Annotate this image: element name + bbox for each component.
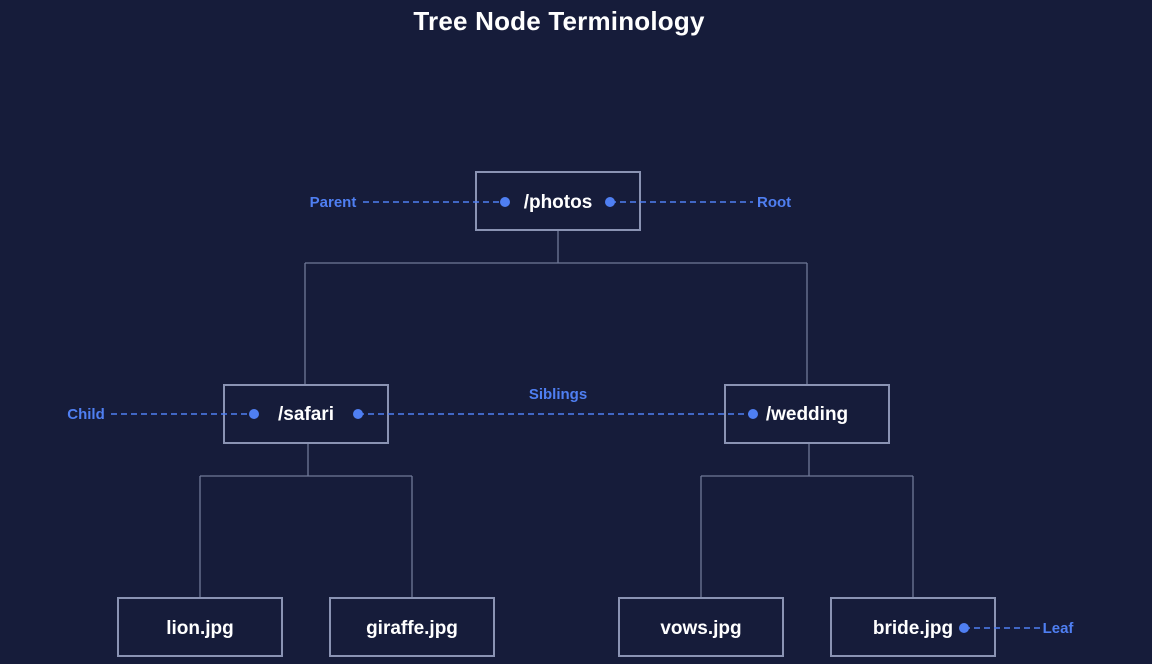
connector-wedding-to-leaves bbox=[700, 444, 914, 598]
node-photos: /photos bbox=[475, 171, 641, 231]
term-parent-label: Parent bbox=[310, 194, 357, 211]
child-callout-dot bbox=[249, 409, 259, 419]
node-vows: vows.jpg bbox=[618, 597, 784, 657]
connector-safari-to-leaves bbox=[199, 444, 413, 598]
term-leaf-label: Leaf bbox=[1043, 620, 1075, 637]
node-bride-label: bride.jpg bbox=[873, 618, 953, 639]
siblings-callout-dot-right bbox=[748, 409, 758, 419]
node-bride-box bbox=[830, 597, 996, 657]
node-giraffe: giraffe.jpg bbox=[329, 597, 495, 657]
siblings-callout-dot-left bbox=[353, 409, 363, 419]
node-wedding: /wedding bbox=[724, 384, 890, 444]
node-lion-box bbox=[117, 597, 283, 657]
node-safari-label: /safari bbox=[278, 404, 334, 425]
term-root-label: Root bbox=[757, 194, 791, 211]
node-wedding-label: /wedding bbox=[766, 404, 848, 425]
node-giraffe-label: giraffe.jpg bbox=[366, 618, 458, 639]
connector-photos-to-level1 bbox=[304, 231, 808, 385]
term-child-label: Child bbox=[67, 406, 105, 423]
node-wedding-box bbox=[724, 384, 890, 444]
node-bride: bride.jpg bbox=[830, 597, 996, 657]
root-callout-dot bbox=[605, 197, 615, 207]
node-lion-label: lion.jpg bbox=[166, 618, 234, 639]
leaf-callout-dot bbox=[959, 623, 969, 633]
term-siblings-label: Siblings bbox=[529, 386, 587, 403]
node-giraffe-box bbox=[329, 597, 495, 657]
node-photos-box bbox=[475, 171, 641, 231]
parent-callout-dot bbox=[500, 197, 510, 207]
node-vows-label: vows.jpg bbox=[660, 618, 741, 639]
term-callouts: Parent Root Child Siblings Leaf bbox=[67, 194, 1074, 637]
node-lion: lion.jpg bbox=[117, 597, 283, 657]
tree-nodes: /photos /safari /wedding lion.jpg giraff… bbox=[117, 171, 996, 657]
diagram-title: Tree Node Terminology bbox=[413, 6, 705, 36]
tree-connectors bbox=[199, 231, 914, 598]
node-photos-label: /photos bbox=[524, 192, 593, 213]
node-vows-box bbox=[618, 597, 784, 657]
